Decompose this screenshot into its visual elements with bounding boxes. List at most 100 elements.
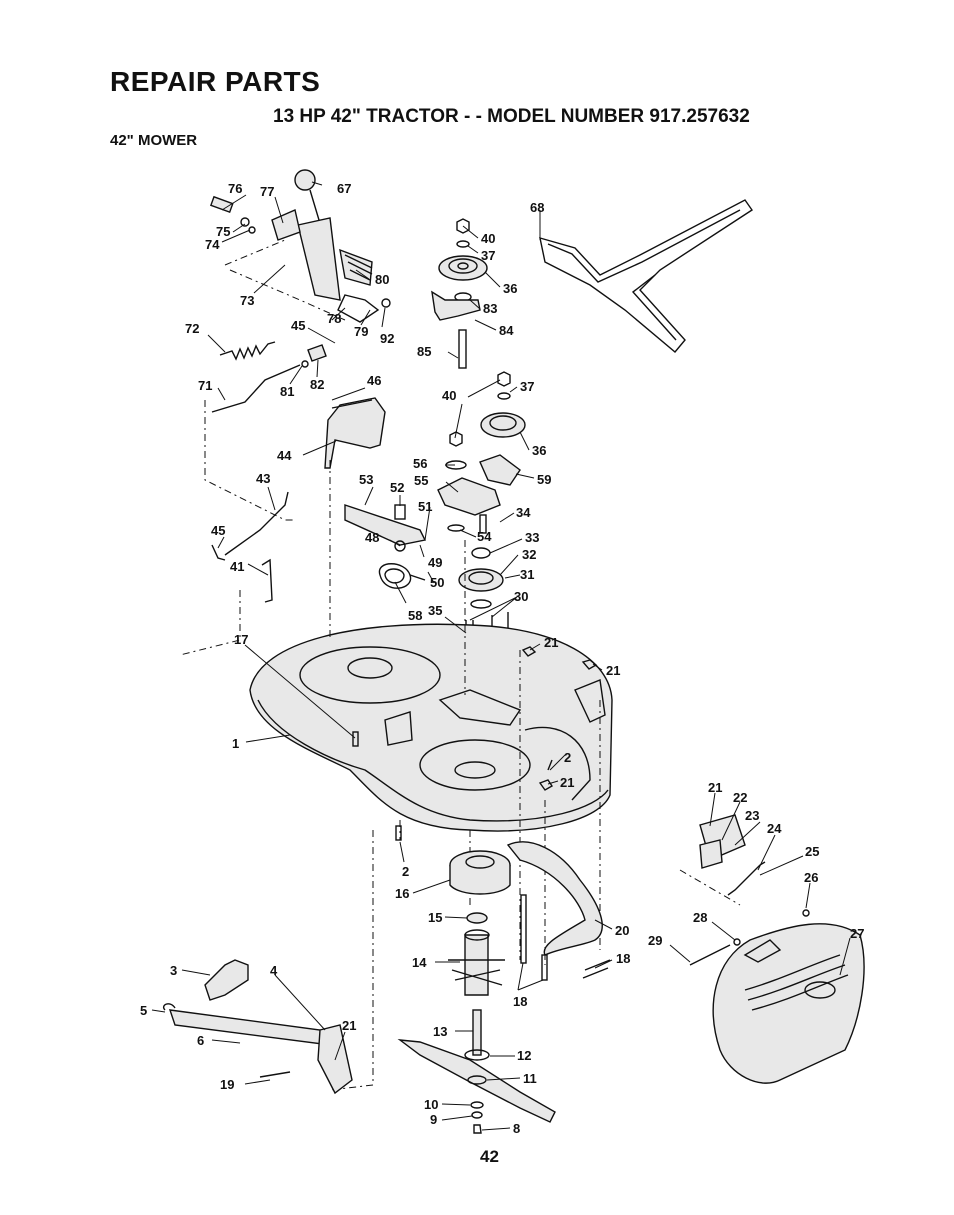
callout: 52 [390, 480, 404, 495]
callout: 6 [197, 1033, 204, 1048]
callout: 45 [291, 318, 305, 333]
front-hitch [163, 959, 353, 1095]
lift-rods [179, 400, 295, 656]
callout: 73 [240, 293, 254, 308]
callout: 26 [804, 870, 818, 885]
callout-labels: 76 77 67 75 74 73 80 78 79 92 72 45 71 8… [140, 181, 864, 1136]
callout: 25 [805, 844, 819, 859]
callout: 45 [211, 523, 225, 538]
callout: 3 [170, 963, 177, 978]
callout: 29 [648, 933, 662, 948]
link-rod-71 [211, 344, 327, 413]
callout: 21 [560, 775, 574, 790]
pulley-stack-upper [431, 218, 488, 369]
leader-lines [151, 181, 851, 1131]
callout: 10 [424, 1097, 438, 1112]
callout: 36 [532, 443, 546, 458]
callout: 16 [395, 886, 409, 901]
callout: 14 [412, 955, 427, 970]
callout: 40 [442, 388, 456, 403]
spindle-assembly [448, 850, 511, 996]
callout: 48 [365, 530, 379, 545]
callout: 17 [234, 632, 248, 647]
callout: 37 [520, 379, 534, 394]
blade-assembly [397, 1009, 556, 1134]
callout: 46 [367, 373, 381, 388]
callout: 56 [413, 456, 427, 471]
callout: 30 [514, 589, 528, 604]
hardware-18 [520, 894, 611, 981]
callout: 54 [477, 529, 492, 544]
model-subtitle: 13 HP 42" TRACTOR - - MODEL NUMBER 917.2… [273, 106, 750, 127]
callout: 40 [481, 231, 495, 246]
callout: 11 [523, 1071, 537, 1086]
callout: 58 [408, 608, 422, 623]
callout: 92 [380, 331, 394, 346]
callout: 44 [277, 448, 292, 463]
callout: 51 [418, 499, 432, 514]
callout: 37 [481, 248, 495, 263]
callout: 21 [342, 1018, 356, 1033]
page-title: REPAIR PARTS [110, 66, 321, 97]
callout: 20 [615, 923, 629, 938]
callout: 36 [503, 281, 517, 296]
callout: 41 [230, 559, 244, 574]
callout: 34 [516, 505, 531, 520]
callout: 27 [850, 926, 864, 941]
callout: 1 [232, 736, 239, 751]
callout: 15 [428, 910, 442, 925]
page-number: 42 [480, 1147, 499, 1166]
callout: 31 [520, 567, 534, 582]
callout: 71 [198, 378, 212, 393]
callout: 28 [693, 910, 707, 925]
callout: 9 [430, 1112, 437, 1127]
callout: 32 [522, 547, 536, 562]
callout: 75 [216, 224, 230, 239]
callout: 19 [220, 1077, 234, 1092]
bracket-44 [324, 397, 386, 469]
callout: 80 [375, 272, 389, 287]
callout: 8 [513, 1121, 520, 1136]
mower-belt [539, 199, 753, 353]
callout: 22 [733, 790, 747, 805]
callout: 4 [270, 963, 278, 978]
callout: 33 [525, 530, 539, 545]
callout: 79 [354, 324, 368, 339]
callout: 2 [564, 750, 571, 765]
callout: 13 [433, 1024, 447, 1039]
callout: 85 [417, 344, 431, 359]
callout: 78 [327, 311, 341, 326]
callout: 18 [616, 951, 630, 966]
lift-lever-assembly [209, 169, 391, 323]
callout: 55 [414, 473, 428, 488]
guide-lines [329, 460, 741, 1091]
mower-deck [249, 623, 613, 832]
callout: 24 [767, 821, 782, 836]
callout: 18 [513, 994, 527, 1009]
callout: 21 [708, 780, 722, 795]
callout: 74 [205, 237, 220, 252]
callout: 59 [537, 472, 551, 487]
callout: 81 [280, 384, 294, 399]
spring-72 [219, 341, 276, 361]
callout: 84 [499, 323, 514, 338]
small-hardware [352, 646, 598, 841]
discharge-deflector [689, 814, 865, 1084]
callout: 21 [544, 635, 558, 650]
pulley-stack-lower [437, 371, 526, 650]
idler-arm [344, 504, 427, 589]
callout: 53 [359, 472, 373, 487]
callout: 68 [530, 200, 544, 215]
callout: 23 [745, 808, 759, 823]
callout: 49 [428, 555, 442, 570]
callout: 67 [337, 181, 351, 196]
callout: 43 [256, 471, 270, 486]
callout: 2 [402, 864, 409, 879]
section-heading: 42" MOWER [110, 132, 198, 149]
callout: 50 [430, 575, 444, 590]
callout: 77 [260, 184, 274, 199]
callout: 21 [606, 663, 620, 678]
belt-guard-20 [506, 841, 603, 956]
callout: 72 [185, 321, 199, 336]
